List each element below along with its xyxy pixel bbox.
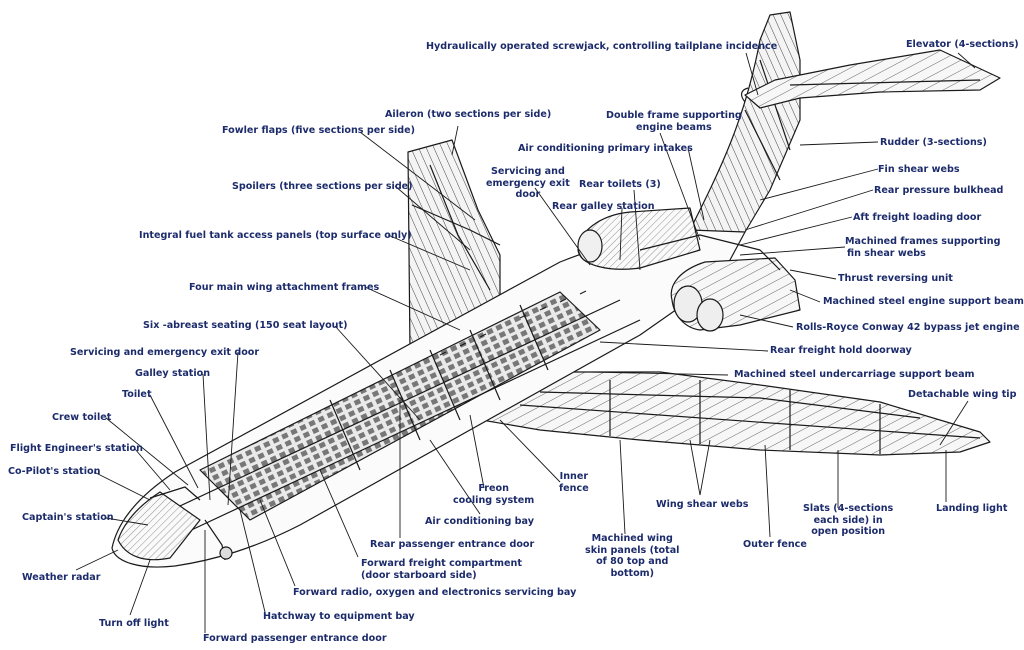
label-galley: Galley station: [135, 368, 211, 379]
tailplane: [744, 49, 1001, 109]
label-fuel-panels: Integral fuel tank access panels (top su…: [139, 230, 412, 241]
label-toilet: Toilet: [122, 389, 152, 400]
label-skin-panels: Machined wing skin panels (total of 80 t…: [585, 533, 680, 579]
label-flight-engineer: Flight Engineer's station: [10, 443, 143, 454]
label-servicing-door: Servicing and emergency exit door: [70, 347, 260, 358]
label-wing-frames: Four main wing attachment frames: [189, 282, 380, 293]
label-crew-toilet: Crew toilet: [52, 412, 112, 423]
label-wing-tip: Detachable wing tip: [908, 389, 1017, 400]
label-weather-radar: Weather radar: [22, 572, 101, 583]
label-screwjack: Hydraulically operated screwjack, contro…: [426, 41, 778, 52]
label-rear-galley: Rear galley station: [552, 201, 655, 212]
label-machined-frames: Machined frames supporting fin shear web…: [845, 236, 1001, 259]
label-copilot: Co-Pilot's station: [8, 466, 101, 477]
label-engine-beams: Machined steel engine support beams: [823, 296, 1024, 307]
label-fin-shear-webs: Fin shear webs: [878, 164, 960, 175]
label-servicing-exit: Servicing and emergency exit door: [486, 166, 570, 200]
label-spoilers: Spoilers (three sections per side): [232, 181, 413, 192]
label-elevator: Elevator (4-sections): [906, 39, 1019, 50]
label-outer-fence: Outer fence: [743, 539, 807, 550]
label-thrust-reversing: Thrust reversing unit: [838, 273, 953, 284]
label-inner-fence: Inner fence: [559, 471, 589, 494]
label-fwd-radio: Forward radio, oxygen and electronics se…: [293, 587, 577, 598]
label-fwd-freight: Forward freight compartment (door starbo…: [361, 558, 522, 581]
label-slats: Slats (4-sections each side) in open pos…: [803, 503, 894, 537]
label-rear-toilets: Rear toilets (3): [579, 179, 661, 190]
label-undercarriage-beam: Machined steel undercarriage support bea…: [734, 369, 975, 380]
label-aft-freight-door: Aft freight loading door: [853, 212, 982, 223]
label-fwd-pax-door: Forward passenger entrance door: [203, 633, 387, 644]
leader-lines: [75, 52, 976, 633]
label-hatchway: Hatchway to equipment bay: [263, 611, 415, 622]
label-air-intakes: Air conditioning primary intakes: [518, 143, 693, 154]
tail-fin: [689, 11, 801, 233]
label-rear-freight-door: Rear freight hold doorway: [770, 345, 912, 356]
label-rear-bulkhead: Rear pressure bulkhead: [874, 185, 1004, 196]
label-fowler-flaps: Fowler flaps (five sections per side): [222, 125, 416, 136]
label-double-frame: Double frame supporting engine beams: [606, 110, 742, 133]
label-ac-bay: Air conditioning bay: [425, 516, 534, 527]
label-aileron: Aileron (two sections per side): [385, 109, 552, 120]
label-freon: Freon cooling system: [453, 483, 535, 506]
label-turn-off-light: Turn off light: [99, 618, 169, 629]
label-captain: Captain's station: [22, 512, 114, 523]
label-conway-engine: Rolls-Royce Conway 42 bypass jet engine: [796, 322, 1020, 333]
label-wing-shear-webs: Wing shear webs: [656, 499, 749, 510]
label-seating: Six -abreast seating (150 seat layout): [143, 320, 348, 331]
label-landing-light: Landing light: [936, 503, 1008, 514]
label-rudder: Rudder (3-sections): [880, 137, 987, 148]
label-rear-pax-door: Rear passenger entrance door: [370, 539, 535, 550]
